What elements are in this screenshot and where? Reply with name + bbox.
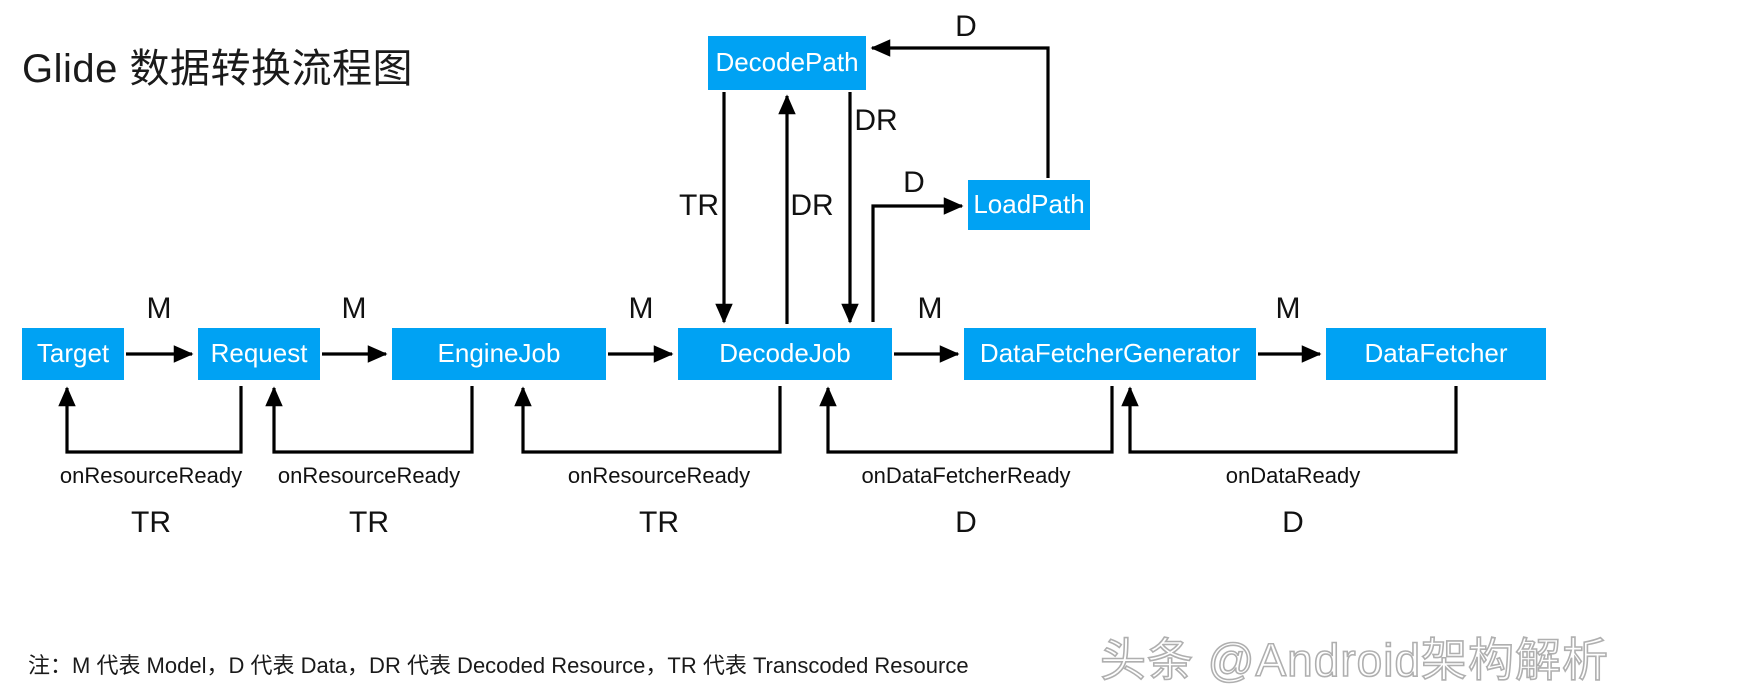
edge-datafetchergenerator-datafetcher: M [1258, 292, 1322, 363]
node-request[interactable]: Request [198, 328, 320, 380]
callback-tag-2: TR [349, 506, 389, 539]
node-enginejob[interactable]: EngineJob [392, 328, 606, 380]
callback-edge-request-target: onResourceReady TR [58, 386, 243, 539]
edge-decodejob-decodepath-dr: DR [778, 94, 834, 324]
node-decodepath[interactable]: DecodePath [708, 36, 866, 90]
node-target[interactable]: Target [22, 328, 124, 380]
edge-label-d-right: D [903, 166, 925, 199]
legend-footnote: 注：M 代表 Model，D 代表 Data，DR 代表 Decoded Res… [28, 653, 969, 678]
node-datafetchergenerator[interactable]: DataFetcherGenerator [964, 328, 1256, 380]
edge-decodejob-datafetchergenerator: M [894, 292, 960, 363]
node-enginejob-label: EngineJob [438, 338, 561, 368]
node-loadpath-label: LoadPath [973, 189, 1084, 219]
edge-target-request: M [126, 292, 194, 363]
callback-label-2: onResourceReady [278, 463, 460, 488]
callback-edge-enginejob-request: onResourceReady TR [265, 386, 474, 539]
callback-label-3: onResourceReady [568, 463, 750, 488]
edge-label-d-top: D [955, 10, 977, 43]
edge-label-dr-up: DR [790, 189, 833, 222]
node-decodepath-label: DecodePath [715, 47, 858, 77]
callback-edge-datafetcher-datafetchergenerator: onDataReady D [1121, 386, 1458, 539]
page-title: Glide 数据转换流程图 [22, 47, 413, 91]
callback-edge-datafetchergenerator-decodejob: onDataFetcherReady D [819, 386, 1114, 539]
edge-request-enginejob: M [322, 292, 388, 363]
edge-label-m2: M [342, 292, 367, 325]
edge-decodepath-decodejob-tr: TR [679, 92, 733, 324]
edge-label-tr-up: TR [679, 189, 719, 222]
edge-decodepath-decodejob-dr: DR [841, 92, 898, 324]
callback-label-4: onDataFetcherReady [861, 463, 1070, 488]
node-target-label: Target [37, 338, 110, 368]
watermark: 头条 @Android架构解析 [1099, 633, 1610, 687]
callback-tag-4: D [955, 506, 977, 539]
callback-tag-3: TR [639, 506, 679, 539]
edge-decodejob-loadpath-d: D [871, 166, 964, 322]
edge-loadpath-decodepath-d: D [870, 10, 1050, 178]
edge-enginejob-decodejob: M [608, 292, 674, 363]
node-datafetchergenerator-label: DataFetcherGenerator [980, 338, 1240, 368]
node-datafetcher-label: DataFetcher [1364, 338, 1507, 368]
edge-label-m5: M [1276, 292, 1301, 325]
node-request-label: Request [211, 338, 309, 368]
node-decodejob[interactable]: DecodeJob [678, 328, 892, 380]
node-decodejob-label: DecodeJob [719, 338, 851, 368]
callback-edge-decodejob-enginejob: onResourceReady TR [514, 386, 782, 539]
callback-label-1: onResourceReady [60, 463, 242, 488]
node-datafetcher[interactable]: DataFetcher [1326, 328, 1546, 380]
edge-label-m3: M [629, 292, 654, 325]
node-loadpath[interactable]: LoadPath [968, 180, 1090, 230]
callback-tag-5: D [1282, 506, 1304, 539]
edge-label-dr-down: DR [854, 104, 897, 137]
callback-tag-1: TR [131, 506, 171, 539]
callback-label-5: onDataReady [1226, 463, 1361, 488]
edge-label-m4: M [918, 292, 943, 325]
edge-label-m1: M [147, 292, 172, 325]
